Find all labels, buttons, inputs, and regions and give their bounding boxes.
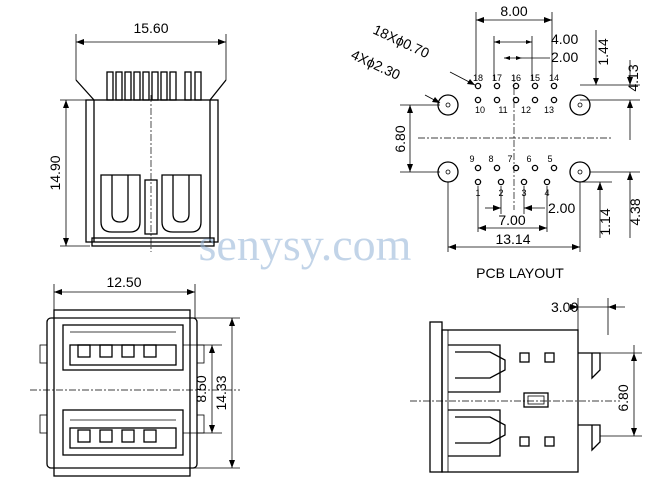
pin-label: 6: [526, 154, 531, 164]
pin-label: 15: [530, 73, 540, 83]
pin-label: 5: [547, 154, 552, 164]
pcb-pin-hole-label: 18Xϕ0.70: [371, 21, 432, 61]
side-height-label: 6.80: [615, 384, 631, 411]
pin-label: 11: [498, 105, 507, 115]
pin-label: 10: [475, 105, 485, 115]
pcb-inner-span-1-label: 4.00: [551, 31, 578, 47]
bottom-width-label: 12.50: [106, 274, 141, 290]
side-view: 3.00 6.80: [410, 298, 642, 473]
bottom-outer-height-label: 14.33: [213, 375, 229, 410]
front-height-label: 14.90: [47, 155, 63, 190]
pcb-overall-span-label: 13.14: [495, 231, 530, 247]
pcb-mount-hole-label: 4Xϕ2.30: [349, 46, 403, 83]
pcb-top-span-label: 8.00: [500, 3, 527, 19]
bottom-inner-height-label: 8.50: [193, 375, 209, 402]
pcb-row-offset-bottom-label: 1.14: [597, 208, 613, 235]
pcb-bottom-group-height-label: 4.38: [627, 198, 643, 225]
pin-label: 16: [511, 73, 521, 83]
front-width-label: 15.60: [133, 20, 168, 36]
pin-label: 14: [549, 73, 559, 83]
pcb-bottom-pitch-label: 2.00: [548, 200, 575, 216]
pcb-center-height-label: 6.80: [392, 125, 408, 152]
bottom-view: 12.50 8.50: [30, 274, 240, 477]
pin-label: 17: [492, 73, 502, 83]
side-top-label: 3.00: [551, 299, 578, 315]
pcb-layout-title: PCB LAYOUT: [476, 265, 564, 281]
pcb-bottom-span-label: 7.00: [498, 212, 525, 228]
pin-label: 18: [473, 73, 483, 83]
pcb-inner-span-2-label: 2.00: [551, 49, 578, 65]
watermark: senysy.com: [199, 219, 412, 270]
front-view: 15.60 14.90: [47, 20, 227, 252]
pcb-top-group-height-label: 4.13: [625, 64, 641, 91]
pin-label: 8: [488, 154, 493, 164]
pin-label: 7: [507, 154, 512, 164]
pin-label: 12: [521, 105, 531, 115]
pin-label: 13: [544, 105, 554, 115]
pin-label: 9: [469, 154, 474, 164]
pcb-row-offset-top-label: 1.44: [595, 38, 611, 65]
